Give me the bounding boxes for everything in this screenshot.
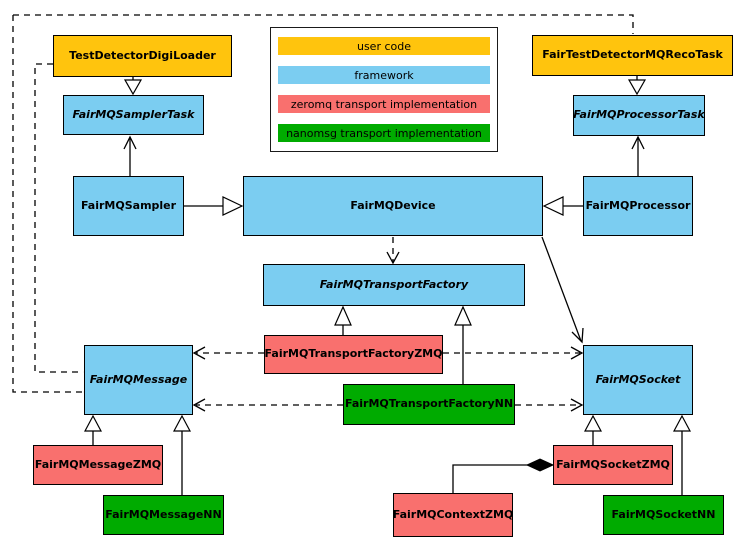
arrow-sampler-samplertask <box>123 135 137 150</box>
arrow-device-factory <box>386 251 400 265</box>
node-fairmqmessage: FairMQMessage <box>84 345 193 415</box>
triangle-to-processortask <box>627 79 647 96</box>
node-fairmqmessagenn: FairMQMessageNN <box>103 495 224 535</box>
triangle-to-socket-nn <box>673 414 691 432</box>
node-fairmqsocket: FairMQSocket <box>583 345 693 415</box>
legend-item-zeromq: zeromq transport implementation <box>278 95 490 113</box>
node-fairtestdetectormqrecotask: FairTestDetectorMQRecoTask <box>532 35 733 76</box>
node-fairmqtransportfactory: FairMQTransportFactory <box>263 264 525 306</box>
node-fairmqsampler: FairMQSampler <box>73 176 184 236</box>
node-fairmqmessagezmq: FairMQMessageZMQ <box>33 445 163 485</box>
triangle-to-factory-nn <box>454 305 472 326</box>
triangle-to-factory-zmq <box>334 305 352 326</box>
node-fairmqsamplertask: FairMQSamplerTask <box>63 95 204 135</box>
node-fairmqprocessortask: FairMQProcessorTask <box>573 95 705 136</box>
line-context-socketzmq <box>452 464 528 493</box>
node-fairmqprocessor: FairMQProcessor <box>583 176 693 236</box>
arrow-into-message-right-upper <box>192 346 206 360</box>
line-device-socket <box>541 236 582 342</box>
dashed-top-route <box>13 14 634 34</box>
node-fairmqsocketzmq: FairMQSocketZMQ <box>553 445 673 485</box>
node-fairmqtransportfactorynn: FairMQTransportFactoryNN <box>343 384 515 425</box>
triangle-to-message-zmq <box>84 414 102 432</box>
arrow-into-socket-left-lower <box>570 398 584 412</box>
arrow-processor-processortask <box>631 135 645 150</box>
node-fairmqsocketnn: FairMQSocketNN <box>603 495 724 535</box>
triangle-to-socket-zmq <box>584 414 602 432</box>
legend-item-nanomsg: nanomsg transport implementation <box>278 124 490 142</box>
triangle-to-device-left <box>222 196 244 216</box>
triangle-to-message-nn <box>173 414 191 432</box>
arrow-into-message-right-lower <box>192 398 206 412</box>
arrow-into-socket-left-upper <box>570 346 584 360</box>
legend-item-framework: framework <box>278 66 490 84</box>
legend: user code framework zeromq transport imp… <box>270 27 498 152</box>
node-fairmqdevice: FairMQDevice <box>243 176 543 236</box>
dashed-left-route-outer <box>12 15 82 393</box>
triangle-to-device-right <box>542 196 564 216</box>
composition-diamond <box>525 458 555 472</box>
node-fairmqtransportfactoryzmq: FairMQTransportFactoryZMQ <box>264 335 443 374</box>
legend-item-user-code: user code <box>278 37 490 55</box>
triangle-to-samplertask <box>123 79 143 96</box>
arrow-device-socket <box>571 327 584 344</box>
node-testdetectordigiloader: TestDetectorDigiLoader <box>53 35 232 77</box>
node-fairmqcontextzmq: FairMQContextZMQ <box>393 493 513 537</box>
